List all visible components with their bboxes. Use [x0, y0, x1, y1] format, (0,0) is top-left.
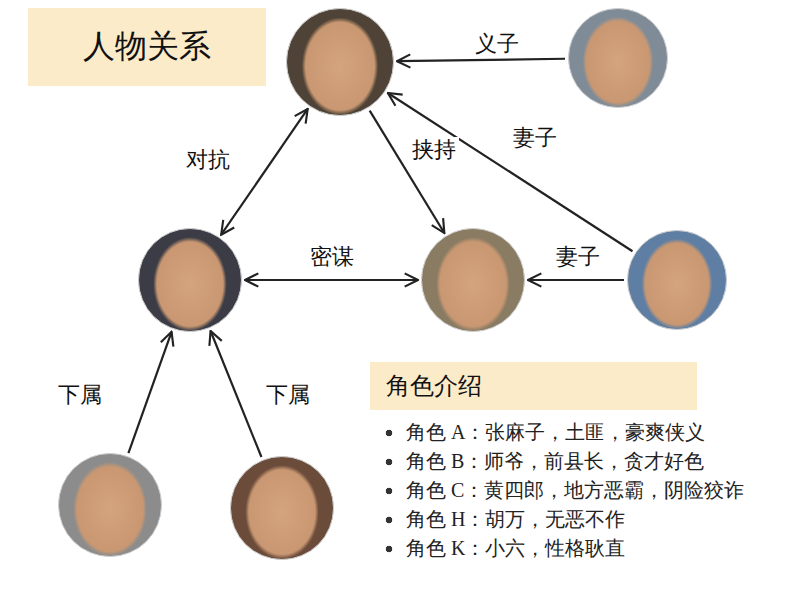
role-note: 角色 B：师爷，前县长，贪才好色 [382, 447, 774, 476]
portrait-circle [230, 456, 334, 560]
title-band: 人物关系 [28, 8, 266, 86]
relation-arrow [221, 109, 308, 235]
role-list: 角色 A：张麻子，土匪，豪爽侠义角色 B：师爷，前县长，贪才好色角色 C：黄四郎… [382, 418, 774, 563]
role-note: 角色 K：小六，性格耿直 [382, 534, 774, 563]
relation-arrow [370, 111, 445, 233]
relation-label: 密谋 [307, 244, 357, 270]
relation-arrow [397, 59, 565, 61]
title-text: 人物关系 [83, 25, 211, 69]
relation-label: 下属 [55, 382, 105, 408]
relation-arrow [528, 279, 624, 281]
portrait-circle [286, 8, 394, 116]
relation-arrow [211, 331, 262, 457]
heading-band: 角色介绍 [370, 362, 697, 410]
relation-label: 对抗 [183, 147, 233, 173]
relation-label: 下属 [263, 382, 313, 408]
portrait-circle [627, 230, 727, 330]
role-note: 角色 C：黄四郎，地方恶霸，阴险狡诈 [382, 476, 774, 505]
role-note: 角色 A：张麻子，土匪，豪爽侠义 [382, 418, 774, 447]
relation-arrow [245, 279, 418, 281]
relation-label: 挟持 [409, 137, 459, 163]
role-note: 角色 H：胡万，无恶不作 [382, 505, 774, 534]
portrait-circle [421, 228, 525, 332]
relation-label: 妻子 [553, 244, 603, 270]
relation-arrow [388, 93, 633, 251]
portrait-circle [138, 228, 242, 332]
band-heading: 角色介绍 [386, 370, 482, 402]
relation-label: 妻子 [510, 125, 560, 151]
relation-label: 义子 [472, 31, 522, 57]
relation-arrow [128, 332, 171, 453]
portrait-circle [58, 453, 162, 557]
portrait-circle [568, 8, 668, 108]
